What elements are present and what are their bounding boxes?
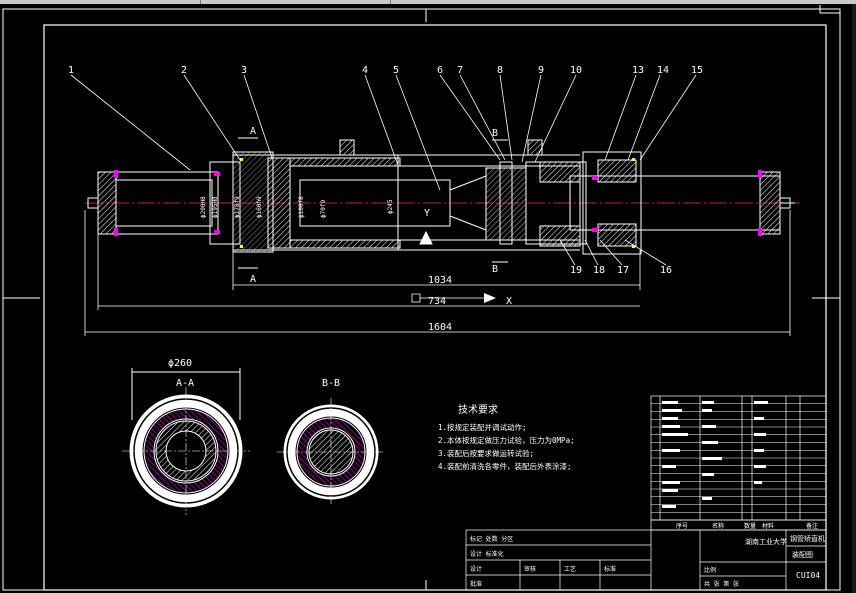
tech-req-item: 3.装配后按要求做运转试验; — [438, 448, 534, 458]
leader-lines — [70, 74, 697, 266]
cylinder-assembly — [97, 139, 795, 255]
dim-text: ϕ100f8 — [298, 196, 305, 218]
col-name-header: 名称 — [712, 522, 724, 530]
tech-req-title: 技术要求 — [458, 403, 498, 416]
part-label: 3 — [241, 65, 247, 76]
end-bolts — [87, 197, 791, 209]
part-label: 10 — [570, 65, 582, 76]
part-name: 钢管矫直机 — [790, 534, 825, 543]
sign-label: 设计 — [470, 565, 482, 573]
dim-1604: 1604 — [428, 322, 452, 333]
col-material-header: 材料 — [762, 522, 774, 530]
part-label: 16 — [660, 265, 672, 276]
meta-row: 标记 处数 分区 — [470, 535, 513, 543]
dim-text: ϕ200H8 — [200, 196, 207, 218]
part-label: 5 — [393, 65, 399, 76]
col-seq-header: 序号 — [676, 522, 688, 530]
scale-label: 比例 — [704, 566, 716, 574]
dim-1034: 1034 — [428, 275, 452, 286]
tech-req-item: 4.装配前清洗各零件，装配后外表涂漆; — [438, 461, 572, 471]
meta-row: 设计 标准化 — [470, 550, 504, 558]
section-bb-title: B-B — [322, 378, 340, 389]
vertical-scrollbar[interactable] — [852, 4, 856, 593]
part-label: 1 — [68, 65, 74, 76]
yellow-fasteners — [240, 158, 635, 248]
part-label: 8 — [497, 65, 503, 76]
axis-x-label: X — [506, 296, 512, 307]
section-markers — [238, 137, 508, 269]
title-block — [465, 395, 827, 591]
section-b-label: B — [492, 264, 498, 275]
dim-text: ϕ70f9 — [320, 200, 327, 218]
sign-label: 批准 — [470, 580, 482, 588]
overall-dimensions — [84, 210, 791, 336]
part-label: 19 — [570, 265, 582, 276]
toolbar-separator — [390, 0, 391, 4]
part-label: 7 — [457, 65, 463, 76]
section-a-label: A — [250, 126, 256, 137]
drawing-frame — [2, 5, 841, 591]
tech-req-item: 2.本体按规定做压力试验，压力为0MPa; — [438, 435, 575, 445]
dim-text: ϕ245 — [387, 199, 394, 214]
tech-requirements: 技术要求 1.按规定装配并调试动作; 2.本体按规定做压力试验，压力为0MPa;… — [438, 403, 575, 471]
section-a-label: A — [250, 274, 256, 285]
col-note-header: 备注 — [806, 522, 818, 530]
section-b-label: B — [492, 128, 498, 139]
dim-text: ϕ195H8 — [212, 196, 219, 218]
assembly-name: 装配图 — [792, 550, 813, 559]
part-label: 15 — [691, 65, 703, 76]
section-aa-title: A-A — [176, 378, 194, 389]
diameter-dimensions: ϕ200H8 ϕ195H8 ϕ178f9 ϕ160h9 ϕ100f8 ϕ70f9… — [200, 196, 394, 218]
part-label: 6 — [437, 65, 443, 76]
drawing-number: CUI04 — [796, 571, 820, 580]
seal-highlights — [114, 170, 762, 236]
company-name: 湖南工业大学 — [745, 537, 787, 546]
dim-734: 734 — [428, 296, 446, 307]
part-label: 13 — [632, 65, 644, 76]
dim-text: ϕ178f9 — [234, 196, 241, 218]
tech-req-item: 1.按规定装配并调试动作; — [438, 422, 527, 432]
part-label: 4 — [362, 65, 368, 76]
dim-text: ϕ160h9 — [256, 196, 263, 218]
toolbar-strip — [0, 0, 856, 4]
part-label: 18 — [593, 265, 605, 276]
part-number-labels: 1 2 3 4 5 6 7 8 9 10 13 14 15 16 17 18 1… — [68, 65, 703, 276]
section-bb-view — [277, 398, 385, 506]
sheet-label: 共 张 第 张 — [704, 580, 739, 588]
part-label: 17 — [617, 265, 629, 276]
section-aa-view — [122, 368, 250, 515]
parts-list-fill — [662, 401, 768, 508]
sign-label: 工艺 — [564, 565, 576, 573]
toolbar-separator — [200, 0, 201, 4]
axis-y-label: Y — [424, 208, 430, 219]
sign-label: 审核 — [524, 565, 536, 573]
dim-phi260: ϕ260 — [168, 358, 192, 369]
part-label: 9 — [538, 65, 544, 76]
sign-label: 标准 — [604, 565, 616, 573]
col-qty-header: 数量 — [744, 522, 756, 530]
part-label: 14 — [657, 65, 669, 76]
part-label: 2 — [181, 65, 187, 76]
